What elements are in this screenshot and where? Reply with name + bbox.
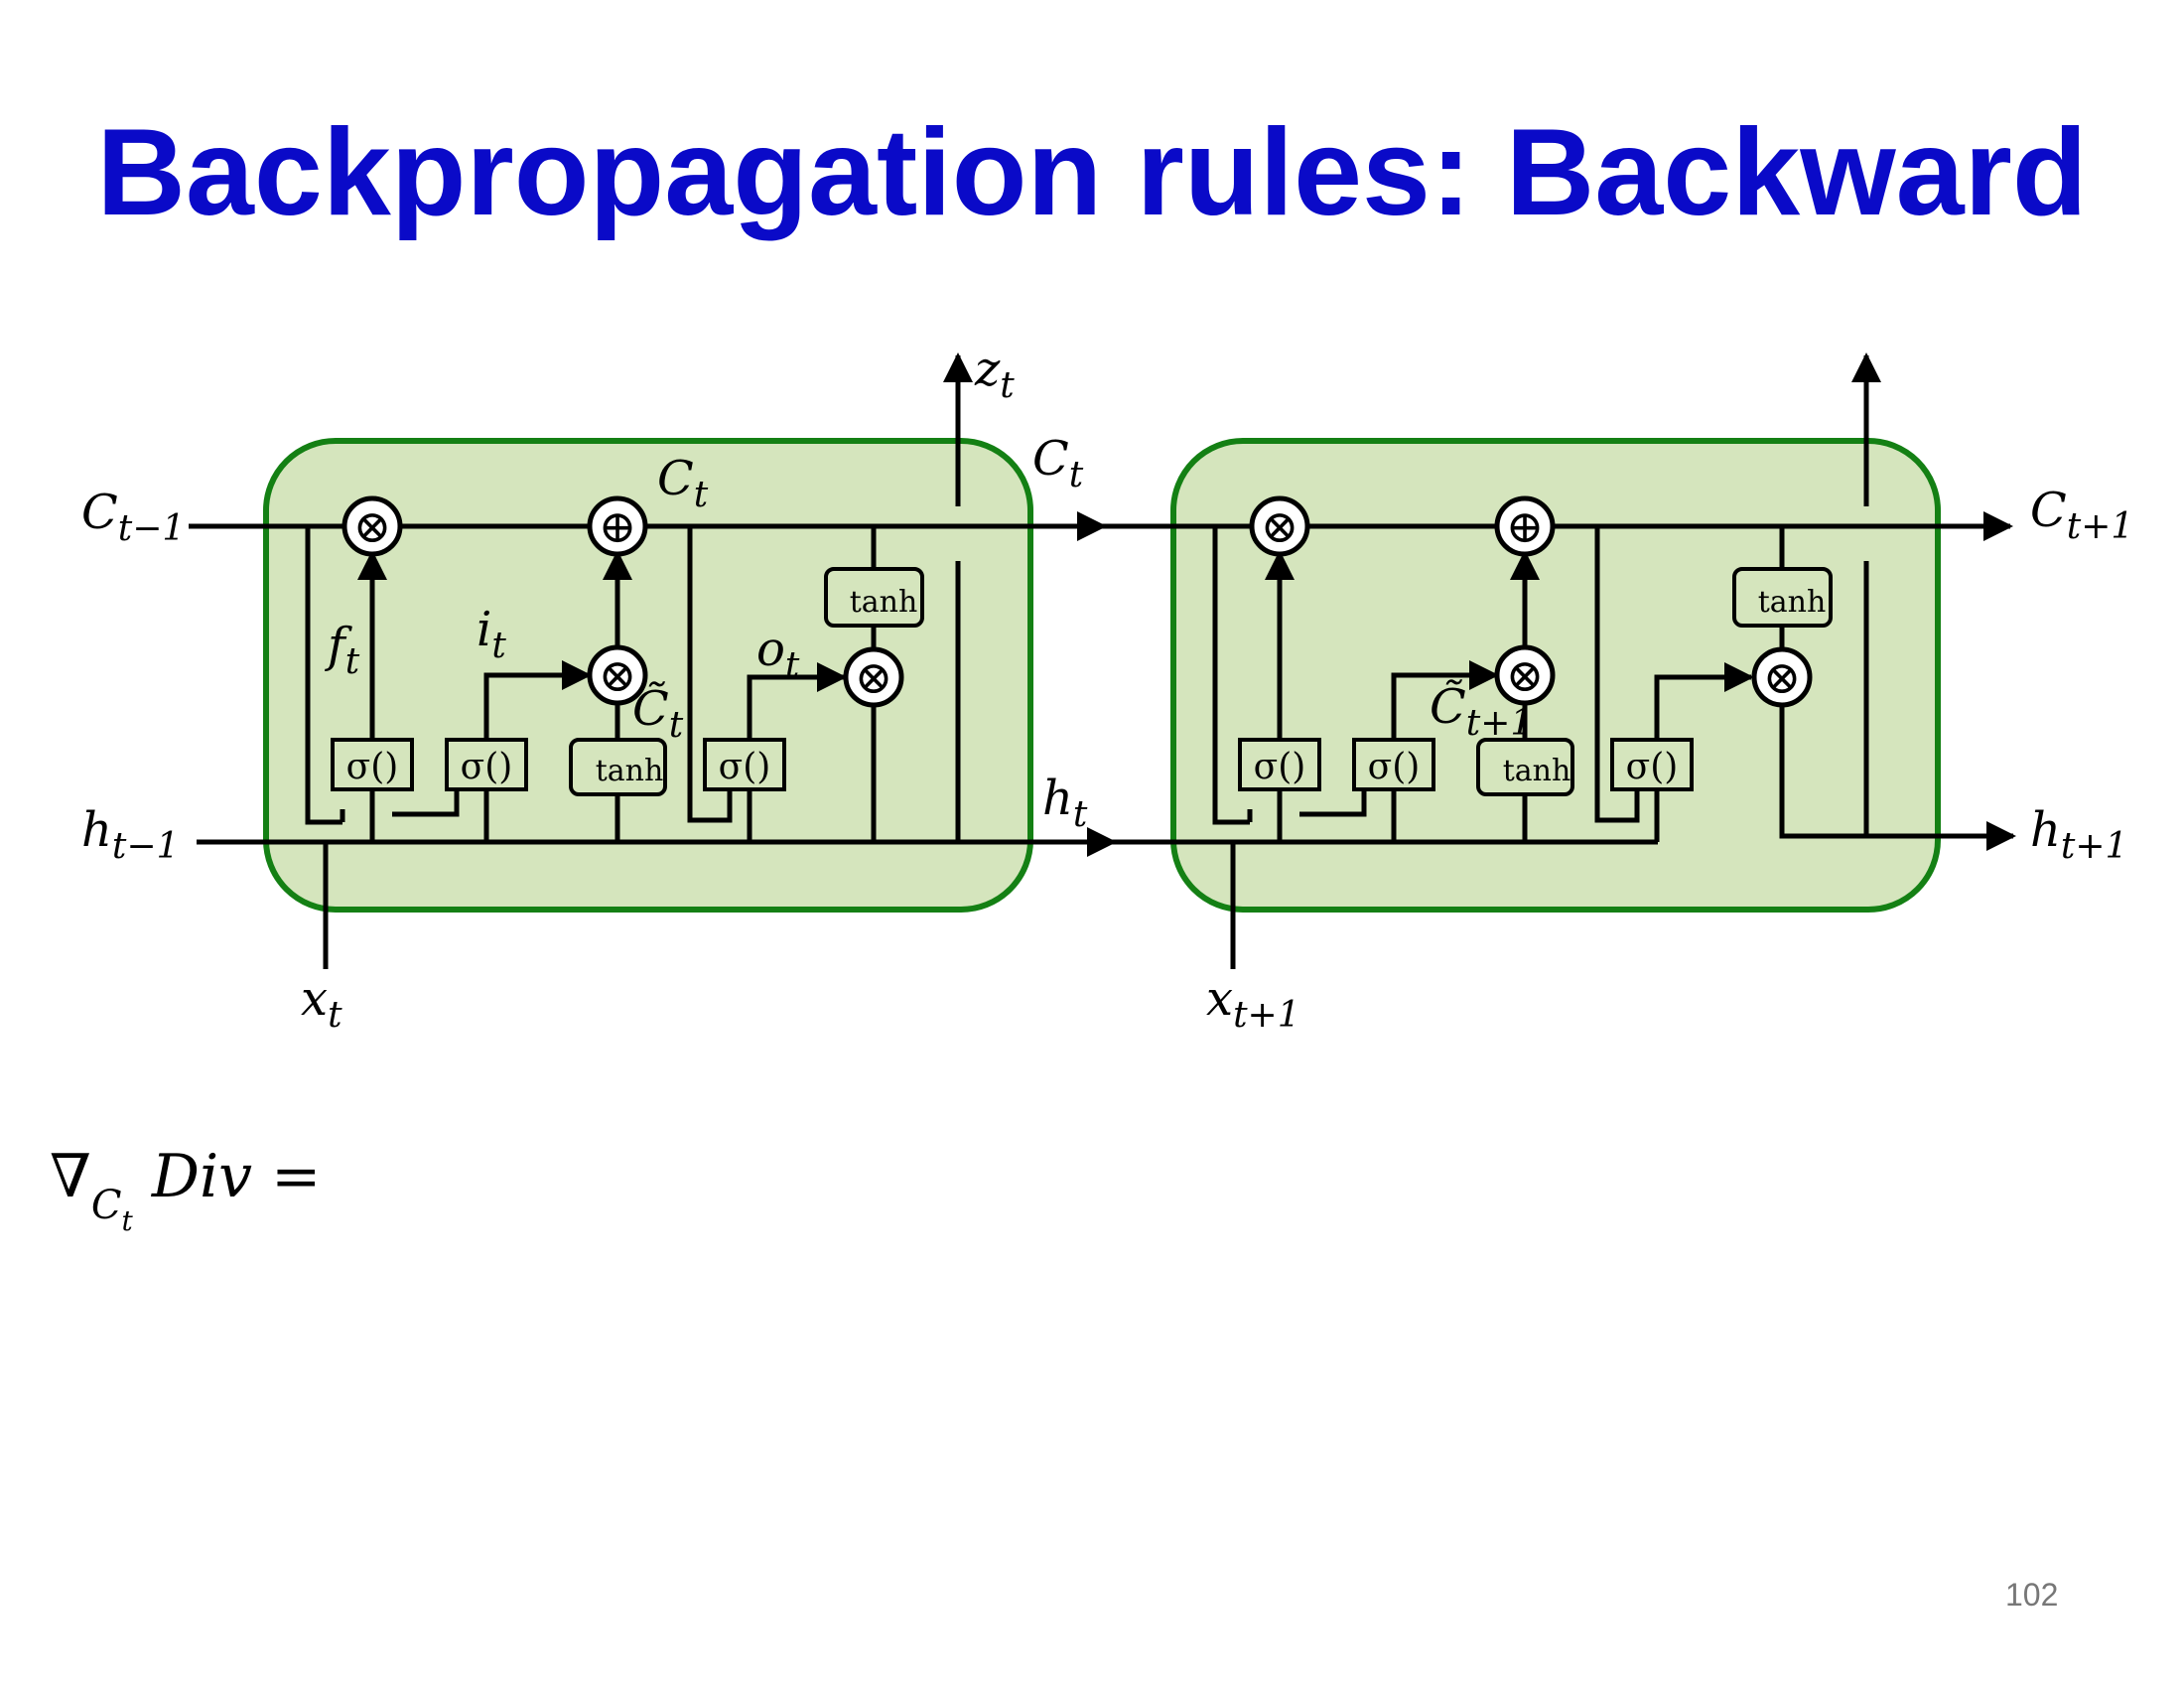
output-multiply-2: ⊗: [1751, 646, 1813, 708]
output-multiply-1: ⊗: [843, 646, 904, 708]
label-ctilde-next: C̃t+1: [1430, 677, 1533, 744]
label-i-t: it: [477, 602, 506, 666]
svg-text:⊗: ⊗: [855, 650, 893, 704]
input-multiply-1: ⊗: [587, 644, 648, 706]
label-c-t-inside: Ct: [657, 451, 709, 515]
svg-text:⊗: ⊗: [1763, 650, 1802, 704]
label-h-t-between: ht: [1042, 771, 1088, 835]
svg-text:tanh: tanh: [1503, 754, 1571, 788]
svg-text:σ(): σ(): [1254, 747, 1306, 787]
page-number: 102: [2005, 1577, 2059, 1613]
svg-text:tanh: tanh: [596, 754, 664, 788]
svg-text:⊗: ⊗: [353, 499, 392, 553]
nabla-symbol: ∇: [50, 1142, 91, 1211]
label-c-next: Ct+1: [2030, 483, 2133, 547]
svg-text:tanh: tanh: [1758, 585, 1827, 620]
sigma-output-box-1: σ(): [703, 738, 786, 791]
cell-add-2: ⊕: [1494, 495, 1556, 557]
gradient-equation: ∇Ct Div =: [50, 1142, 322, 1237]
forget-multiply-1: ⊗: [341, 495, 403, 557]
label-ctilde-t: C̃t: [632, 679, 684, 746]
slide-title: Backpropagation rules: Backward: [96, 104, 2088, 241]
label-c-t-between: Ct: [1032, 431, 1084, 495]
tanh-output-box-2: tanh: [1732, 567, 1833, 628]
sigma-input-box-2: σ(): [1352, 738, 1435, 791]
tanh-candidate-box-2: tanh: [1476, 738, 1574, 796]
label-x-t: xt: [301, 971, 342, 1036]
equation-rest: Div =: [151, 1142, 322, 1211]
label-x-next: xt+1: [1206, 971, 1300, 1036]
svg-text:σ(): σ(): [461, 747, 513, 787]
svg-text:tanh: tanh: [850, 585, 918, 620]
tanh-output-box-1: tanh: [824, 567, 924, 628]
sigma-input-box-1: σ(): [445, 738, 528, 791]
forget-multiply-2: ⊗: [1249, 495, 1310, 557]
svg-text:σ(): σ(): [719, 747, 771, 787]
svg-text:⊗: ⊗: [1506, 648, 1545, 702]
label-h-prev: ht−1: [81, 802, 179, 867]
sigma-forget-box-1: σ(): [331, 738, 414, 791]
sigma-output-box-2: σ(): [1610, 738, 1694, 791]
label-o-t: ot: [756, 622, 800, 686]
sigma-forget-box-2: σ(): [1238, 738, 1321, 791]
svg-text:⊗: ⊗: [599, 648, 637, 702]
input-multiply-2: ⊗: [1494, 644, 1556, 706]
svg-text:⊕: ⊕: [1506, 499, 1545, 553]
label-c-prev: Ct−1: [81, 485, 185, 549]
label-z-t: zt: [974, 342, 1015, 406]
svg-text:σ(): σ(): [346, 747, 399, 787]
label-h-next: ht+1: [2030, 802, 2127, 867]
equation-subscript: Ct: [90, 1183, 133, 1237]
tanh-candidate-box-1: tanh: [569, 738, 667, 796]
svg-text:σ(): σ(): [1368, 747, 1421, 787]
cell-add-1: ⊕: [587, 495, 648, 557]
svg-text:⊗: ⊗: [1261, 499, 1299, 553]
svg-text:⊕: ⊕: [599, 499, 637, 553]
svg-text:σ(): σ(): [1626, 747, 1679, 787]
